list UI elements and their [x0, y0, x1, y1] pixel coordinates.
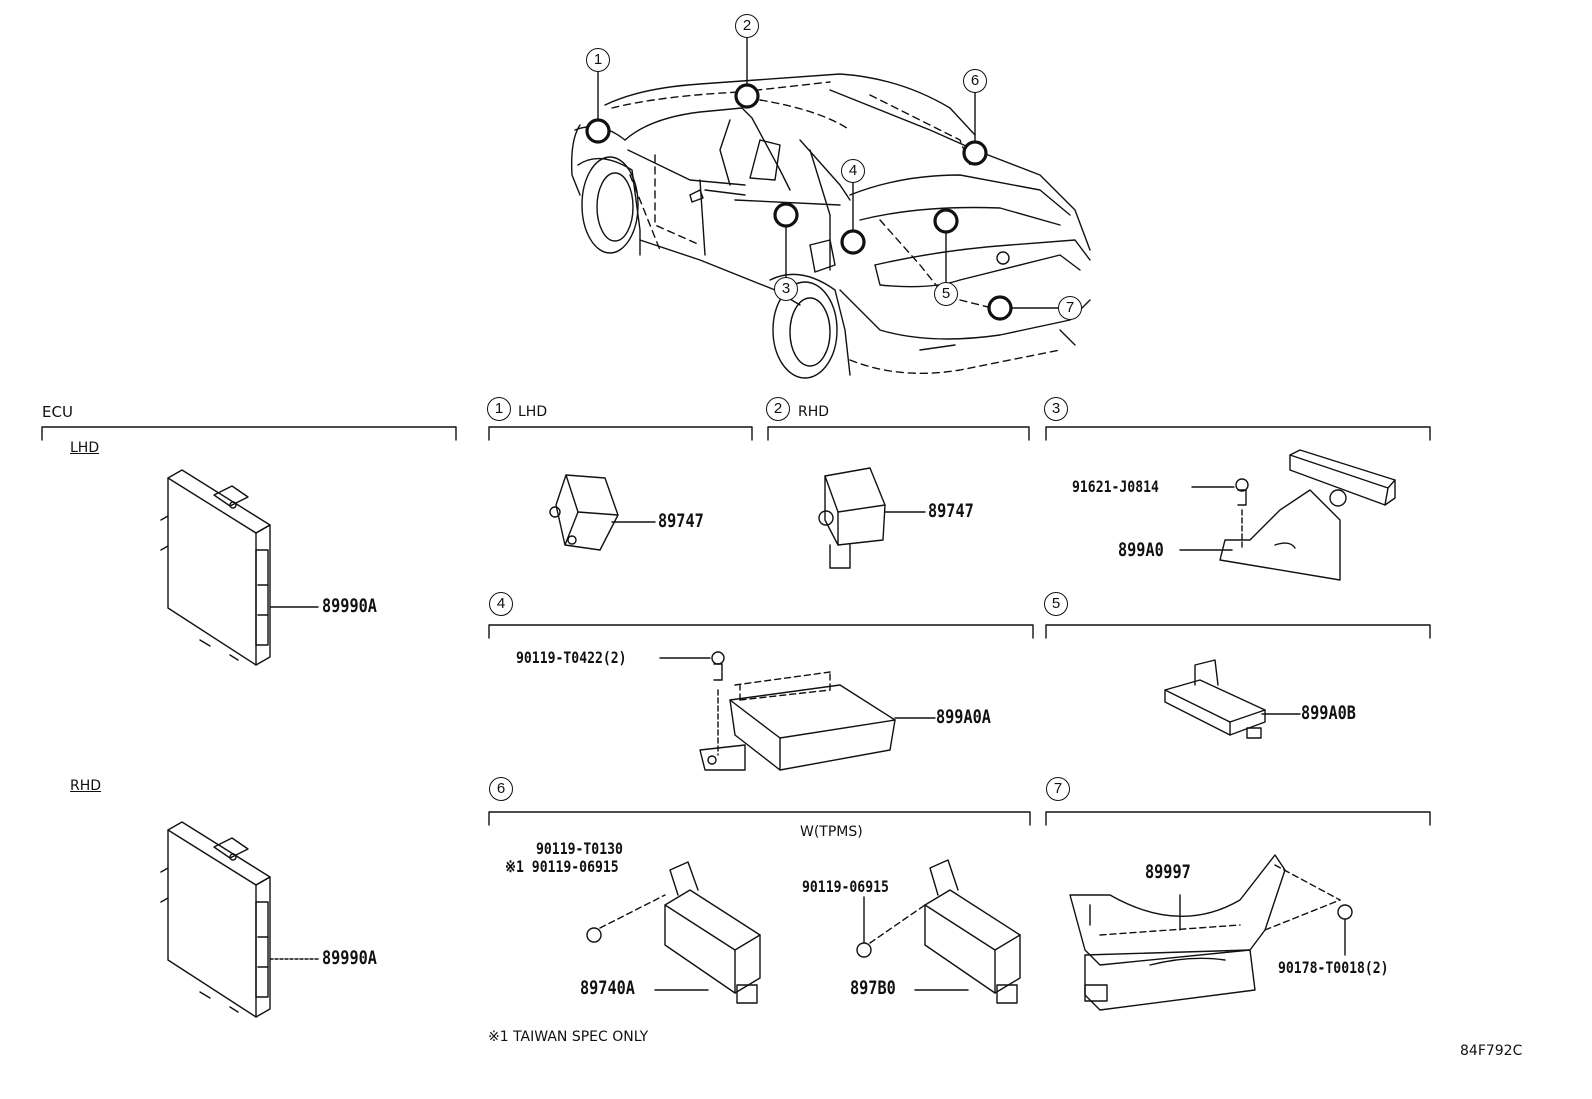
sensor-89747-lhd-drawing [549, 474, 656, 551]
section-1-label: LHD [518, 404, 548, 420]
ecu-lhd-label: LHD [70, 440, 100, 456]
footnote: ※1 TAIWAN SPEC ONLY [488, 1029, 649, 1045]
sensor-897b0-drawing [856, 859, 1021, 1004]
section-2-label: RHD [798, 404, 830, 420]
section-2-number: 2 [766, 397, 790, 421]
section-brackets [41, 426, 1431, 826]
ecu-lhd-drawing [160, 469, 319, 666]
section-4-number: 4 [489, 592, 513, 616]
section-3-part-number[interactable]: 899A0 [1118, 539, 1164, 561]
section-3-number: 3 [1044, 397, 1068, 421]
section-7-nut-number[interactable]: 90178-T0018(2) [1278, 958, 1389, 977]
section-6-bolt-3[interactable]: 90119-06915 [802, 877, 889, 896]
section-6-number: 6 [489, 777, 513, 801]
section-6-bolt-1[interactable]: 90119-T0130 [536, 839, 623, 858]
callout-1: 1 [586, 48, 610, 72]
section-6-variant-label: W(TPMS) [800, 824, 863, 840]
section-4-part-number[interactable]: 899A0A [936, 706, 991, 728]
section-3-bolt-number[interactable]: 91621-J0814 [1072, 477, 1159, 496]
section-2-part-number[interactable]: 89747 [928, 500, 974, 522]
callout-2: 2 [735, 14, 759, 38]
section-7-part-number[interactable]: 89997 [1145, 861, 1191, 883]
section-1-number: 1 [487, 397, 511, 421]
ecu-section-title: ECU [42, 403, 73, 421]
section-6-bolt-2[interactable]: ※1 90119-06915 [505, 857, 619, 876]
ecu-rhd-part-number[interactable]: 89990A [322, 947, 377, 969]
sensor-899a0-drawing [1179, 449, 1396, 581]
section-7-number: 7 [1046, 777, 1070, 801]
callout-3: 3 [774, 277, 798, 301]
callout-4: 4 [841, 159, 865, 183]
callout-7: 7 [1058, 296, 1082, 320]
section-5-number: 5 [1044, 592, 1068, 616]
sensor-89747-rhd-drawing [818, 467, 926, 569]
car-illustration [570, 37, 1091, 379]
diagram-code: 84F792C [1460, 1043, 1523, 1059]
section-4-bolt-number[interactable]: 90119-T0422(2) [516, 648, 627, 667]
sensor-89740a-drawing [586, 861, 761, 1004]
sensor-899a0b-drawing [1164, 659, 1301, 739]
ecu-lhd-part-number[interactable]: 89990A [322, 595, 377, 617]
sensor-899a0a-drawing [659, 651, 936, 771]
callout-5: 5 [934, 282, 958, 306]
ecu-rhd-label: RHD [70, 778, 102, 794]
section-6-part-1[interactable]: 89740A [580, 977, 635, 999]
ecu-rhd-drawing [160, 821, 319, 1018]
callout-6: 6 [963, 69, 987, 93]
sensor-89997-drawing [1069, 854, 1353, 1011]
section-6-part-2[interactable]: 897B0 [850, 977, 896, 999]
section-5-part-number[interactable]: 899A0B [1301, 702, 1356, 724]
section-1-part-number[interactable]: 89747 [658, 510, 704, 532]
